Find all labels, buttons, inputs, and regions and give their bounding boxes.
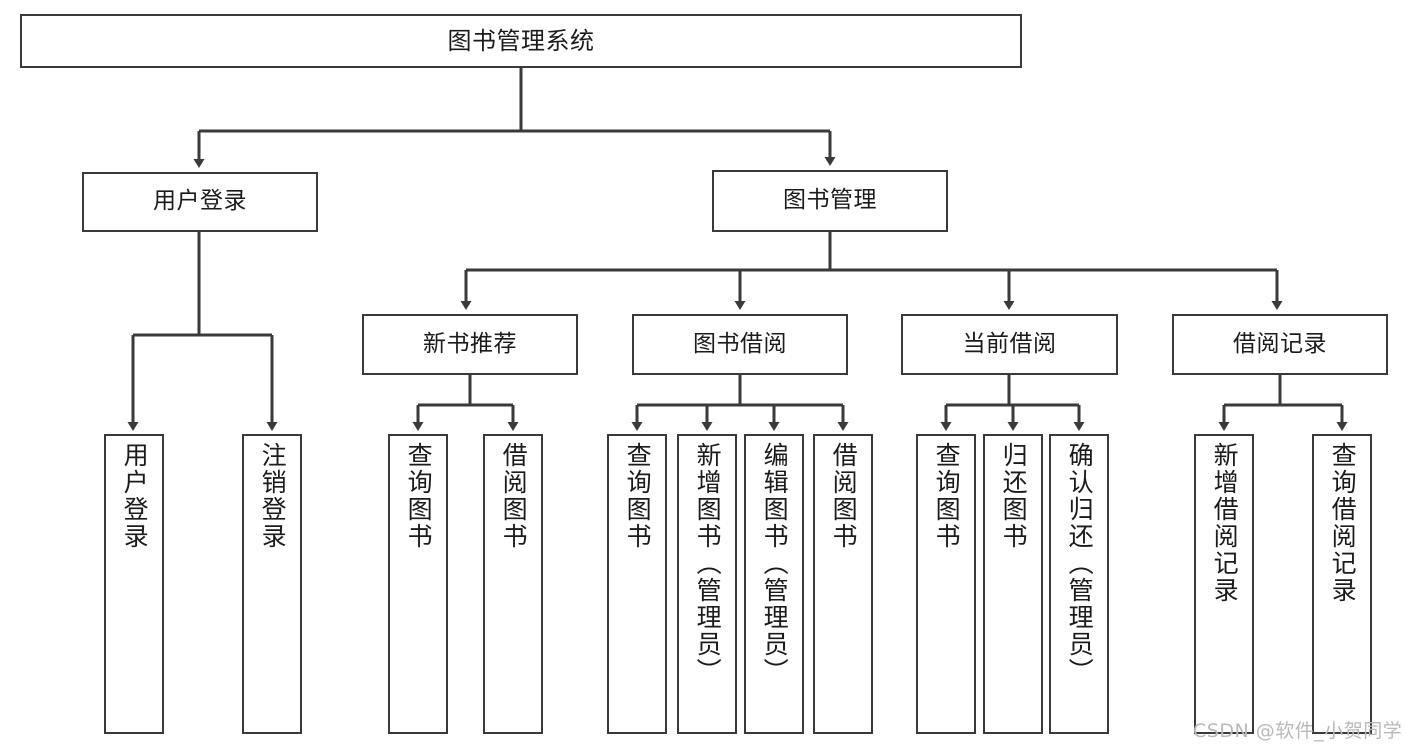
leaf-borrow-book-recommend[interactable]: 借阅图书 [483,434,543,734]
leaf-query-book-recommend[interactable]: 查询图书 [388,434,448,734]
node-label: 新增图书（管理员） [693,442,723,685]
leaf-user-logout[interactable]: 注销登录 [242,434,302,734]
node-label: 借阅图书 [829,442,859,550]
node-label: 归还图书 [999,442,1029,550]
leaf-query-borrow-record[interactable]: 查询借阅记录 [1312,434,1372,734]
node-label: 新书推荐 [423,330,517,357]
node-borrow-record[interactable]: 借阅记录 [1172,314,1388,375]
leaf-query-book-borrow[interactable]: 查询图书 [607,434,667,734]
node-label: 注销登录 [258,442,288,550]
node-label: 查询图书 [623,442,653,550]
node-label: 图书管理系统 [447,26,595,55]
node-label: 图书借阅 [693,330,787,357]
leaf-user-login[interactable]: 用户登录 [104,434,164,734]
leaf-confirm-return-admin[interactable]: 确认归还（管理员） [1049,434,1109,734]
node-label: 当前借阅 [962,330,1057,357]
node-book-borrow[interactable]: 图书借阅 [632,314,848,375]
leaf-add-borrow-record[interactable]: 新增借阅记录 [1194,434,1254,734]
node-label: 借阅记录 [1233,330,1327,357]
node-current-borrow[interactable]: 当前借阅 [901,314,1118,375]
node-label: 用户登录 [120,442,150,550]
node-book-management[interactable]: 图书管理 [712,170,948,232]
node-label: 用户登录 [153,188,247,215]
leaf-return-book[interactable]: 归还图书 [983,434,1043,734]
watermark: CSDN @软件_小贺同学 [1193,720,1403,742]
node-new-book-recommend[interactable]: 新书推荐 [362,314,578,375]
leaf-edit-book-admin[interactable]: 编辑图书（管理员） [744,434,804,734]
node-label: 确认归还（管理员） [1065,442,1095,685]
node-label: 查询图书 [932,442,962,550]
node-user-login[interactable]: 用户登录 [82,172,318,232]
node-label: 编辑图书（管理员） [760,442,790,685]
node-label: 查询借阅记录 [1328,442,1358,604]
node-root-system[interactable]: 图书管理系统 [20,14,1022,68]
leaf-borrow-book-borrow[interactable]: 借阅图书 [813,434,873,734]
node-label: 借阅图书 [499,442,529,550]
node-label: 新增借阅记录 [1210,442,1240,604]
leaf-add-book-admin[interactable]: 新增图书（管理员） [677,434,737,734]
node-label: 查询图书 [404,442,434,550]
node-label: 图书管理 [783,187,877,214]
leaf-query-book-current[interactable]: 查询图书 [916,434,976,734]
